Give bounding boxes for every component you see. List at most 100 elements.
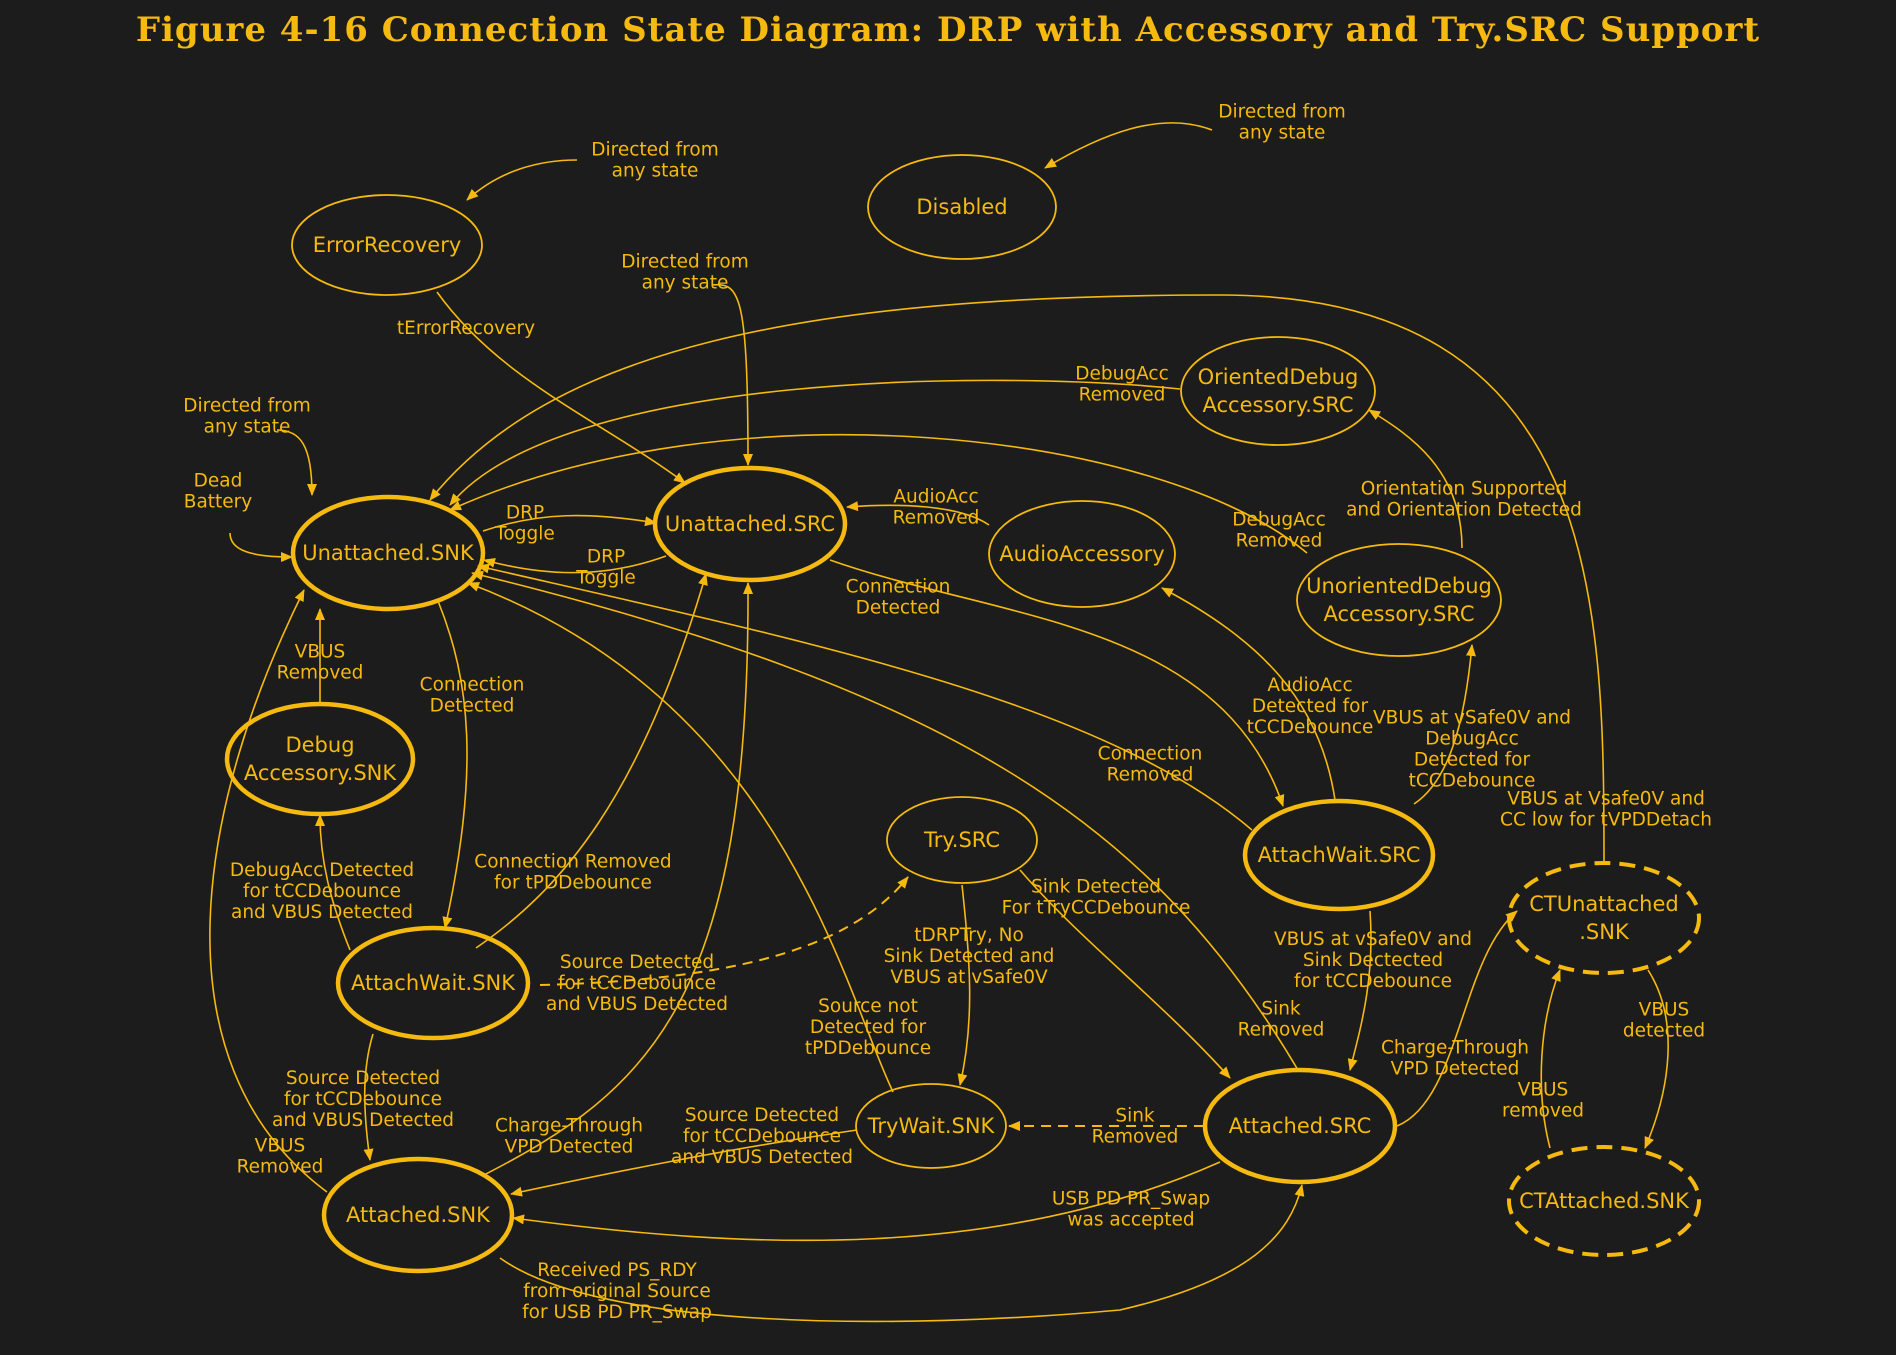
transition-sink-detected-try-arrow <box>1019 869 1231 1079</box>
transition-connection-removed-tpd-path <box>475 573 708 949</box>
transition-dead-battery-arrow <box>229 532 293 562</box>
transition-source-detected-trywait-label-line: for tCCDebounce <box>683 1126 841 1147</box>
transition-any-to-disabled-arrow <box>1044 122 1213 169</box>
transition-vbus-vsafe0v-debugacc-label-line: tCCDebounce <box>1409 771 1536 792</box>
transition-connection-detected-src-label-line: Connection <box>846 577 951 598</box>
transition-drp-toggle-snk-src-label-line: DRP <box>506 503 544 524</box>
transition-source-detected-attached-arrow <box>363 1033 374 1161</box>
state-ctattached-snk-shape <box>1507 1145 1701 1257</box>
transition-terrorrecovery-label: tErrorRecovery <box>397 318 535 339</box>
transition-vbus-ccl-tvpddetach-path <box>429 294 1605 864</box>
transition-source-detected-trywait-arrow <box>510 1129 858 1197</box>
transition-tdrptry-label-line: VBUS at vSafe0V <box>890 967 1048 988</box>
transition-vbus-detected-ct-arrow <box>1644 969 1669 1149</box>
transition-debugacc-removed-oriented-label-line: DebugAcc <box>1075 364 1169 385</box>
transitions-layer <box>209 122 1669 1323</box>
transition-debugacc-removed-unoriented-path <box>449 433 1308 554</box>
transition-vbus-vsafe0v-debugacc-path <box>1413 644 1476 805</box>
state-debug-accessory-snk-label: Accessory.SNK <box>244 761 398 785</box>
transition-debugacc-detected-snk-label-line: for tCCDebounce <box>243 881 401 902</box>
transition-any-to-disabled-label-line: any state <box>1239 123 1326 144</box>
transition-pr-swap-accepted-path <box>512 1161 1221 1242</box>
transition-sink-removed-trywait-label-line: Removed <box>1092 1127 1179 1148</box>
transition-terrorrecovery-path <box>436 291 686 484</box>
transition-charge-through-src-label-line: Charge-Through <box>1381 1038 1529 1059</box>
state-unattached-snk: Unattached.SNK <box>290 494 486 612</box>
state-unoriented-debug-accessory-src-shape <box>1296 543 1502 657</box>
transition-source-detected-try-label-line: Source Detected <box>560 952 714 973</box>
transition-dead-battery-path <box>229 532 293 562</box>
state-disabled: Disabled <box>867 154 1057 260</box>
transition-charge-through-src-arrow <box>1396 910 1518 1127</box>
transition-vbus-ccl-tvpddetach-label-line: CC low for tVPDDetach <box>1500 810 1712 831</box>
transition-connection-detected-snk-arrow <box>437 600 468 929</box>
transition-sink-removed-src-label-line: Removed <box>1238 1020 1325 1041</box>
transition-audioacc-detected-label-line: AudioAcc <box>1267 675 1352 696</box>
transition-vbus-removed-debug-label-line: VBUS <box>295 642 346 663</box>
transition-any-to-unattached-snk-label-line: Directed from <box>183 396 310 417</box>
transition-orientation-supported-path <box>1368 409 1463 549</box>
transition-source-not-detected-label-line: tPDDebounce <box>805 1038 931 1059</box>
transition-connection-detected-snk-label-line: Detected <box>430 696 515 717</box>
state-oriented-debug-accessory-src-label: Accessory.SRC <box>1202 393 1353 417</box>
transition-sink-detected-try-path <box>1019 869 1231 1079</box>
transition-charge-through-src-label-line: VPD Detected <box>1391 1059 1520 1080</box>
transition-vbus-removed-ct-arrow <box>1540 969 1561 1149</box>
transition-connection-removed-src-label-line: Removed <box>1107 765 1194 786</box>
transition-vbus-detected-ct-label-line: VBUS <box>1639 1000 1690 1021</box>
state-try-src-label: Try.SRC <box>923 828 1000 852</box>
state-try-src-shape <box>886 796 1038 884</box>
transition-charge-through-snk-label-line: VPD Detected <box>505 1137 634 1158</box>
state-unattached-src: Unattached.SRC <box>652 465 848 583</box>
state-unoriented-debug-accessory-src-label: Accessory.SRC <box>1323 602 1474 626</box>
transition-dead-battery-label-line: Dead <box>194 471 243 492</box>
state-trywait-snk-label: TryWait.SNK <box>867 1114 996 1138</box>
transition-sink-removed-src-arrow <box>471 570 1299 1071</box>
transition-charge-through-snk-label-line: Charge-Through <box>495 1116 643 1137</box>
transition-drp-toggle-src-snk-arrow <box>483 555 667 574</box>
transition-orientation-supported-label-line: Orientation Supported <box>1361 479 1568 500</box>
transition-debugacc-removed-oriented-path <box>449 379 1181 506</box>
state-attached-snk: Attached.SNK <box>321 1156 515 1274</box>
transition-source-not-detected-label-line: Source not <box>818 996 918 1017</box>
transition-debugacc-detected-snk-label-line: DebugAcc Detected <box>230 860 414 881</box>
state-error-recovery: ErrorRecovery <box>291 194 483 296</box>
transition-terrorrecovery-arrow <box>436 291 686 484</box>
state-oriented-debug-accessory-src-label: OrientedDebug <box>1198 365 1359 389</box>
transition-any-to-unattached-snk-label-line: any state <box>204 417 291 438</box>
transition-connection-removed-tpd-label-line: for tPDDebounce <box>494 873 652 894</box>
transition-connection-removed-tpd-arrow <box>475 573 708 949</box>
transition-any-to-errorrecovery-arrow <box>466 159 578 201</box>
transition-audioacc-detected-path <box>1161 587 1336 801</box>
state-ctunattached-snk-label: CTUnattached <box>1529 892 1678 916</box>
transition-vbus-detected-ct-path <box>1644 969 1669 1149</box>
transition-vbus-detected-ct-label-line: detected <box>1623 1021 1705 1042</box>
transition-source-detected-try-label-line: for tCCDebounce <box>558 973 716 994</box>
transition-connection-detected-src-path <box>829 559 1285 807</box>
transition-tdrptry-arrow <box>957 884 971 1086</box>
transition-audioacc-removed-label-line: AudioAcc <box>893 487 978 508</box>
transition-audioacc-detected-label-line: Detected for <box>1252 696 1369 717</box>
state-oriented-debug-accessory-src-shape <box>1180 336 1376 446</box>
